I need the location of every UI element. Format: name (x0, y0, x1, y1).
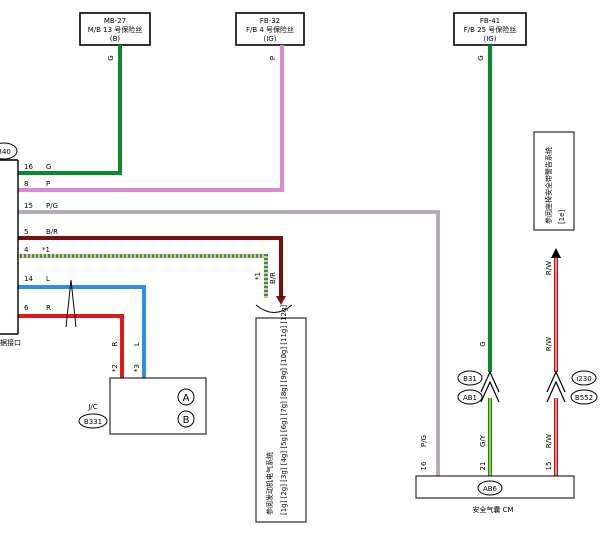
airbag-cm-id: AB6 (483, 485, 498, 493)
pin-color: L (46, 275, 50, 283)
fuse-fb41-mode: (IG) (484, 35, 497, 43)
inline-connector-b31-ab1: B31 AB1 (457, 370, 500, 405)
wire-label-rw-upper: R/W (545, 261, 553, 275)
connector-b31-oval (457, 370, 483, 386)
pin-color: P (46, 180, 50, 188)
wire-label-g-mid: G (479, 341, 487, 346)
seatbelt-ref-text-1: 参阅座椅安全带警告系统 (544, 147, 553, 224)
engine-ref-text-1: 参阅发动机电气系统 (265, 452, 274, 515)
fuse-fb41-name: F/B 25 号保险丝 (464, 25, 517, 34)
airbag-pin-16: 16 (420, 461, 428, 470)
jc-title: J/C (87, 403, 97, 411)
airbag-pin-15: 15 (545, 462, 553, 471)
jc-terminal-a-label: A (183, 393, 190, 404)
wire-p-pin8 (18, 45, 284, 192)
pin-color: G (46, 163, 51, 171)
airbag-wire-label-pg: P/G (420, 435, 428, 447)
pin-number: 5 (24, 228, 28, 236)
fuse-box-fb32: FB-32 F/B 4 号保险丝 (IG) (235, 12, 305, 46)
fuse-fb32-code: FB-32 (260, 17, 280, 25)
fuse-mb27-mode: (B) (110, 35, 121, 43)
wire-br-pin5 (18, 236, 286, 305)
airbag-pin-21: 21 (479, 462, 487, 471)
left-connector: B40 据接口 (0, 142, 21, 347)
wire-label-g-fb41-top: G (477, 55, 485, 60)
connector-i230-oval (571, 370, 597, 386)
airbag-cm-label: 安全气囊 CM (472, 505, 513, 514)
connector-b552-oval (570, 389, 598, 405)
engine-ref-text-2: [1g] [2g] [3g] [4g] [5g] [6g] [7g] [8g] … (280, 305, 288, 515)
wire-l-pin14 (18, 285, 146, 378)
fuse-mb27-code: MB-27 (104, 17, 126, 25)
fuse-box-mb27: MB-27 M/B 13 号保险丝 (B) (79, 12, 151, 46)
wire-star1-pin4 (18, 254, 268, 298)
fuse-fb32-mode: (IG) (264, 35, 277, 43)
fuse-fb41-code: FB-41 (480, 17, 500, 25)
fuse-fb32-name: F/B 4 号保险丝 (246, 25, 294, 34)
jc-id: B331 (84, 418, 102, 426)
pin-color: P/G (46, 202, 58, 210)
wire-label-p-top: P (269, 56, 277, 60)
jc-connector: A B J/C B331 (78, 377, 207, 435)
pin-number: 14 (24, 275, 33, 283)
connector-i230: i230 (576, 375, 591, 383)
pin-number: 6 (24, 304, 29, 312)
wire-g-pin16 (18, 45, 122, 175)
pin-number: 8 (24, 180, 28, 188)
airbag-wire-label-rw: R/W (545, 434, 553, 448)
jc-wire-label-r: R (111, 341, 119, 346)
jc-box (109, 377, 207, 435)
wire-rw-upper (551, 248, 561, 372)
engine-ref-mark: *1 (254, 272, 262, 280)
fuse-mb27-name: M/B 13 号保险丝 (88, 25, 143, 34)
airbag-cm: AB6 安全气囊 CM (415, 475, 575, 514)
jc-mark-l: *3 (133, 364, 141, 372)
fuse-box-fb41: FB-41 F/B 25 号保险丝 (IG) (453, 12, 527, 46)
wire-pg-pin15 (18, 210, 440, 476)
connector-ab1: AB1 (463, 394, 477, 402)
connector-b31: B31 (463, 375, 477, 383)
pin-color: R (46, 304, 51, 312)
airbag-cm-id-oval (477, 480, 503, 496)
seatbelt-ref-text-2: [1e] (558, 210, 566, 224)
twisted-pair-symbol (65, 279, 77, 328)
pin-color: *1 (42, 246, 50, 254)
pin-number: 15 (24, 202, 33, 210)
jc-terminal-a (177, 388, 195, 406)
pin-number: 4 (24, 246, 29, 254)
jc-id-oval (78, 413, 108, 429)
left-connector-caption: 据接口 (0, 338, 21, 347)
inline-connector-i230-b552: i230 B552 (546, 370, 598, 405)
engine-ref-block: *1 B/R 参阅发动机电气系统 [1g] [2g] [3g] [4g] [5g… (254, 272, 307, 523)
wire-label-rw-mid: R/W (545, 337, 553, 351)
jc-mark-r: *2 (111, 364, 119, 372)
connector-ab1-oval (457, 389, 483, 405)
wire-label-g-top: G (107, 55, 115, 60)
seatbelt-ref-block: 参阅座椅安全带警告系统 [1e] (533, 131, 575, 231)
left-connector-id-oval (0, 142, 18, 160)
engine-ref-wire: B/R (269, 272, 277, 284)
engine-ref-box (255, 317, 307, 523)
pin-color: B/R (46, 228, 58, 236)
pin-number: 16 (24, 163, 33, 171)
seatbelt-ref-box (533, 131, 575, 231)
airbag-wire-label-gy: G/Y (479, 434, 487, 447)
left-connector-id: B40 (0, 148, 11, 156)
jc-terminal-b-label: B (183, 415, 190, 426)
jc-terminal-b (177, 410, 195, 428)
connector-b552: B552 (575, 394, 593, 402)
wire-r-pin6 (18, 314, 124, 378)
jc-wire-label-l: L (133, 342, 141, 346)
